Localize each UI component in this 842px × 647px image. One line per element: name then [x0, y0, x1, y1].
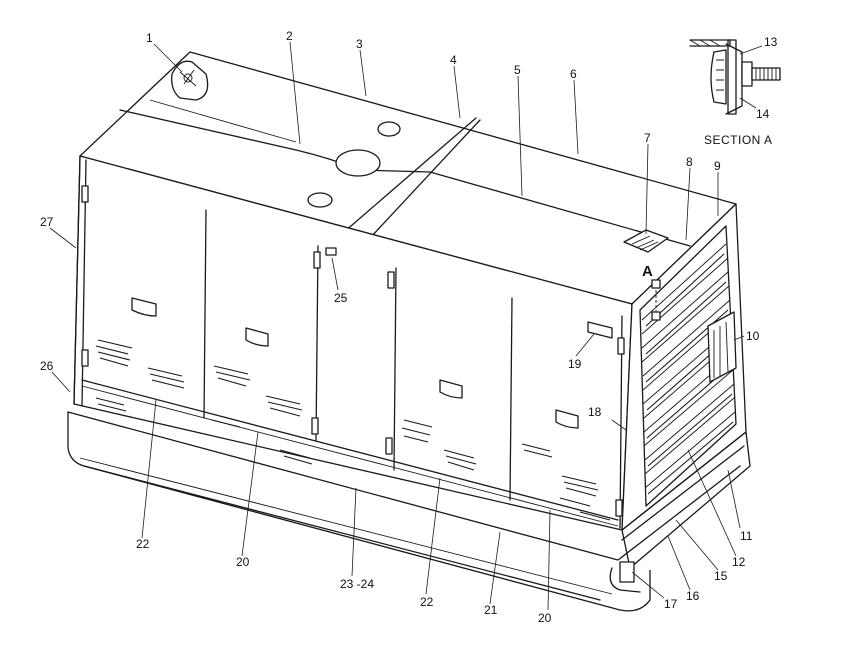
door-handle	[555, 409, 579, 429]
roof-latch	[623, 229, 669, 253]
callout-20-left: 20	[236, 555, 250, 569]
callout-26: 26	[40, 359, 54, 373]
callout-12: 12	[732, 555, 746, 569]
callout-16: 16	[686, 589, 700, 603]
callout-20-right: 20	[538, 611, 552, 625]
side-louvers	[95, 339, 611, 521]
roof-opening	[307, 192, 333, 208]
callout-27: 27	[40, 215, 54, 229]
callout-18: 18	[588, 405, 602, 419]
section-a-title: SECTION A	[704, 133, 773, 147]
callout-labels: 1 2 3 4 5 6 7 8 9 10 11 12 13 14 15 16 1…	[40, 29, 778, 625]
callout-17: 17	[664, 597, 678, 611]
base-skid	[67, 411, 741, 612]
enclosure-end: A	[619, 203, 751, 583]
callout-25: 25	[334, 291, 348, 305]
callout-7: 7	[644, 131, 651, 145]
callout-14: 14	[756, 107, 770, 121]
section-a-marker: A	[642, 263, 653, 280]
door-handle	[131, 297, 157, 317]
callout-21: 21	[484, 603, 498, 617]
callout-1: 1	[146, 31, 153, 45]
callout-15: 15	[714, 569, 728, 583]
callout-3: 3	[356, 37, 363, 51]
roof-opening	[377, 121, 401, 137]
door-handle	[245, 327, 269, 347]
callout-19: 19	[568, 357, 582, 371]
callout-10: 10	[746, 329, 760, 343]
control-panel	[707, 311, 737, 383]
callout-6: 6	[570, 67, 577, 81]
callout-2: 2	[286, 29, 293, 43]
callout-11: 11	[740, 529, 753, 543]
callout-9: 9	[714, 159, 721, 173]
callout-22-left: 22	[136, 537, 150, 551]
section-a-detail: SECTION A	[689, 39, 781, 147]
callout-13: 13	[764, 35, 778, 49]
label-plate	[587, 321, 613, 339]
leader-lines	[49, 41, 763, 611]
exhaust-outlet	[335, 149, 381, 177]
callout-23-24: 23 -24	[340, 577, 374, 591]
door-handle	[439, 379, 463, 399]
callout-8: 8	[686, 155, 693, 169]
callout-4: 4	[450, 53, 457, 67]
callout-5: 5	[514, 63, 521, 77]
callout-22-right: 22	[420, 595, 434, 609]
